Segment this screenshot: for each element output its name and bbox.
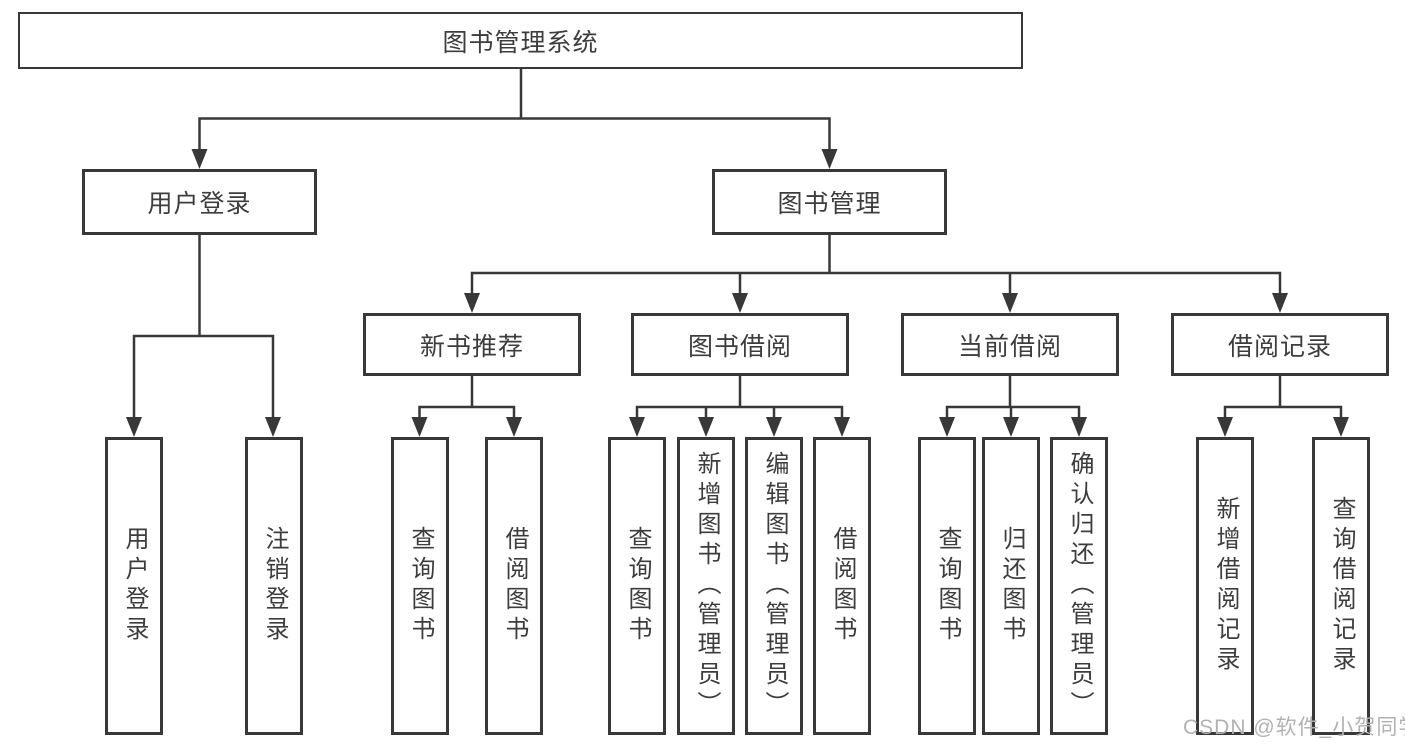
leaf-query-books-borrowing: 查询图书 bbox=[608, 437, 666, 735]
node-current-borrowing: 当前借阅 bbox=[901, 313, 1119, 376]
leaf-borrow-books: 借阅图书 bbox=[813, 437, 871, 735]
leaf-query-books-current: 查询图书 bbox=[918, 437, 976, 735]
csdn-watermark: CSDN @软件_小贺同学 bbox=[1183, 716, 1405, 739]
leaf-return-books: 归还图书 bbox=[982, 437, 1040, 735]
leaf-query-borrow-record: 查询借阅记录 bbox=[1312, 437, 1370, 735]
leaf-user-login: 用户登录 bbox=[105, 437, 163, 735]
node-book-borrowing: 图书借阅 bbox=[631, 313, 849, 376]
node-borrowing-records: 借阅记录 bbox=[1171, 313, 1389, 376]
leaf-query-books-recommend: 查询图书 bbox=[391, 437, 449, 735]
leaf-add-borrow-record: 新增借阅记录 bbox=[1196, 437, 1254, 735]
node-user-login: 用户登录 bbox=[82, 169, 317, 235]
leaf-logout: 注销登录 bbox=[245, 437, 303, 735]
node-book-management: 图书管理 bbox=[712, 169, 947, 235]
leaf-borrow-books-recommend: 借阅图书 bbox=[485, 437, 543, 735]
leaf-add-books-admin: 新增图书（管理员） bbox=[677, 437, 735, 735]
leaf-edit-books-admin: 编辑图书（管理员） bbox=[745, 437, 803, 735]
node-new-book-recommendation: 新书推荐 bbox=[363, 313, 581, 376]
node-library-management-system: 图书管理系统 bbox=[18, 12, 1023, 69]
leaf-confirm-return-admin: 确认归还（管理员） bbox=[1050, 437, 1108, 735]
